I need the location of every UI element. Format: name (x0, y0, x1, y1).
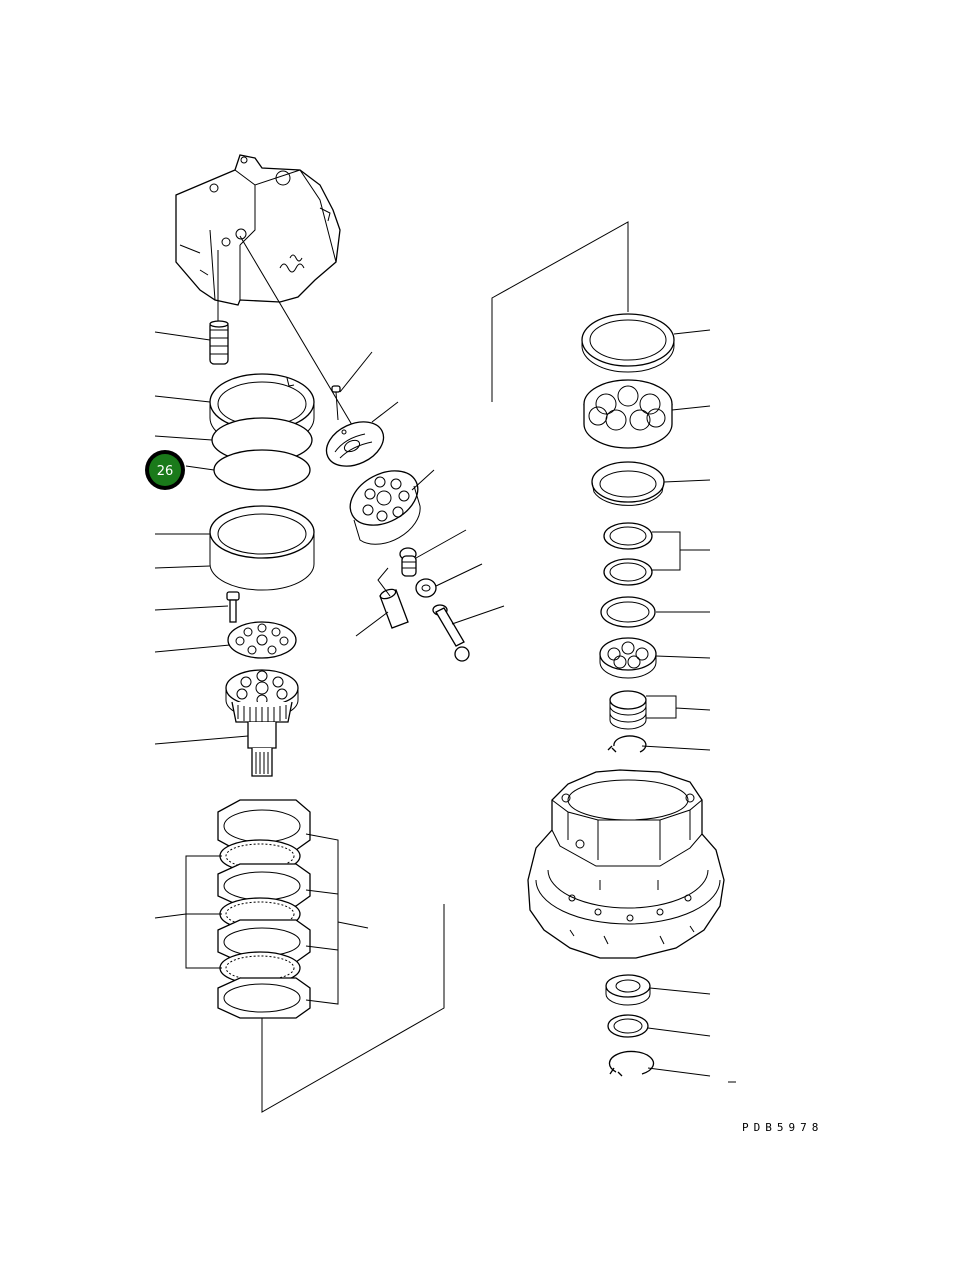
roller-bearing-large (583, 379, 673, 449)
brake-ring (209, 505, 315, 591)
leader-spring-middle (415, 529, 467, 559)
piston (379, 588, 409, 629)
bracket-friction-discs (185, 855, 222, 969)
leader-thrust-ring (673, 329, 711, 335)
retainer-plate (227, 621, 297, 659)
leader-spring-small (154, 331, 211, 341)
leader-shaft (154, 735, 249, 745)
leader-long-bolt (451, 605, 505, 625)
leader-pin (339, 351, 373, 393)
spring-small (209, 320, 229, 365)
callout-badge-label: 26 (157, 464, 174, 479)
leader-brake-ring-bottom (154, 565, 211, 569)
retaining-ring (600, 596, 656, 628)
callout-badge-26[interactable]: 26 (145, 450, 185, 490)
leader-piston (355, 567, 391, 637)
leader-cylinder-block (411, 469, 435, 491)
roller-bearing-small (599, 637, 657, 679)
cylinder-block (349, 470, 421, 545)
leader-snap-ring-bottom (647, 1067, 711, 1077)
nut (605, 974, 651, 1006)
leader-plates (337, 921, 369, 929)
o-ring-26 (213, 449, 311, 491)
leader-seal (663, 479, 711, 483)
spring-middle (399, 547, 417, 577)
leader-roller-bearing-large (671, 405, 711, 411)
bracket-spring-stack (646, 695, 711, 719)
valve-plate (325, 421, 385, 467)
snap-ring-small (607, 735, 647, 753)
seal (591, 461, 665, 506)
leader-brake-piston (154, 395, 211, 403)
brake-disc-stack (217, 799, 311, 1019)
leader-valve-plate (371, 401, 399, 423)
bracket-plates (305, 833, 339, 1005)
leader-washer (647, 1027, 711, 1037)
assembly-link-line (261, 904, 445, 1113)
leader-retainer-plate (154, 644, 231, 653)
spring-stack (609, 690, 647, 730)
gear-housing (527, 769, 725, 959)
leader-o-ring-upper (154, 435, 213, 441)
cylinder-block-shaft (225, 669, 299, 777)
leader-snap-ring-small (641, 745, 711, 751)
collar (415, 578, 437, 598)
bracket-shims (652, 531, 710, 571)
leader-friction-discs (154, 913, 187, 919)
pin (331, 385, 341, 421)
leader-collar (435, 563, 483, 587)
bolt-small (226, 591, 240, 623)
leader-roller-bearing-small (655, 655, 711, 659)
snap-ring-bottom (608, 1050, 655, 1077)
long-bolt (432, 604, 470, 662)
shims (603, 522, 653, 586)
drawing-code: PDB5978 (742, 1121, 823, 1134)
leader-nut (649, 987, 711, 995)
washer (607, 1014, 649, 1038)
thrust-ring (581, 313, 675, 373)
leader-o-ring-26 (185, 465, 215, 471)
assembly-link-upper (491, 221, 629, 402)
leader-housing-valveplate (239, 235, 356, 431)
motor-housing (175, 154, 341, 306)
leader-bolt-small (154, 605, 229, 611)
